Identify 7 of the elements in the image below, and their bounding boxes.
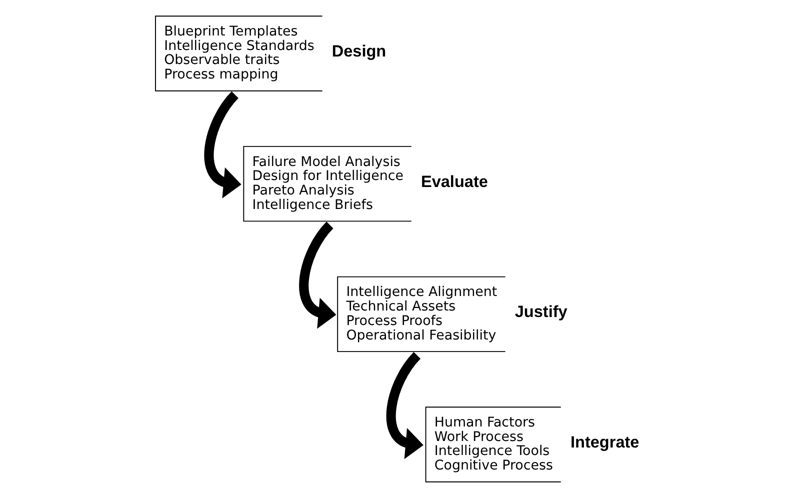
- arrow: [386, 352, 423, 460]
- arrow: [298, 222, 336, 329]
- node-text: Intelligence Alignment Technical Assets Process Proofs Operational Feasibility Justify: [346, 285, 567, 344]
- node-text: Human Factors Work Process Intelligence Tools Cognitive Process Integrate: [434, 415, 639, 474]
- node-text: Blueprint Templates Intelligence Standards Observable traits Process mapping Design: [164, 24, 386, 83]
- node-text: Failure Model Analysis Design for Intelligence Pareto Analysis Intelligence Briefs Evaluate: [252, 154, 488, 213]
- arrow: [204, 92, 241, 198]
